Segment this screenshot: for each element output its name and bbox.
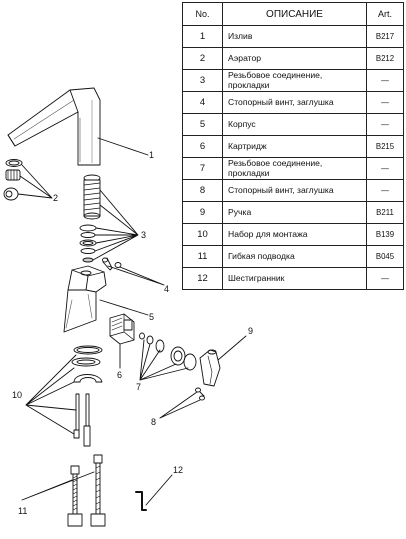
header-art: Art. <box>366 2 404 26</box>
callout-10: 10 <box>12 390 22 400</box>
callout-3: 3 <box>141 230 146 240</box>
callout-7: 7 <box>136 382 141 392</box>
aerator-part <box>3 159 23 201</box>
row-article: B045 <box>366 245 404 268</box>
callout-12: 12 <box>173 465 183 475</box>
row-description: Излив <box>222 25 367 48</box>
leader-8 <box>159 391 201 419</box>
row-description: Шестигранник <box>222 267 367 290</box>
row-description: Гибкая подводка <box>222 245 367 268</box>
row-article: B139 <box>366 223 404 246</box>
table-header-row: No. ОПИСАНИЕ Art. <box>182 2 404 26</box>
callout-1: 1 <box>149 150 154 160</box>
callout-4: 4 <box>164 284 169 294</box>
leader-3 <box>92 189 139 261</box>
row-article: — <box>366 179 404 202</box>
handle-part <box>199 349 221 387</box>
hex-key-part <box>135 491 147 511</box>
body-part <box>63 265 107 333</box>
callout-2: 2 <box>53 193 58 203</box>
row-number: 4 <box>182 91 223 114</box>
row-number: 1 <box>182 25 223 48</box>
row-number: 3 <box>182 69 223 92</box>
row-article: — <box>366 91 404 114</box>
row-article: B217 <box>366 25 404 48</box>
flexible-hoses-part <box>67 454 106 527</box>
callout-5: 5 <box>149 312 154 322</box>
row-description: Ручка <box>222 201 367 224</box>
row-number: 7 <box>182 157 223 180</box>
row-description: Набор для монтажа <box>222 223 367 246</box>
thread-gaskets-part <box>79 174 101 263</box>
row-article: — <box>366 267 404 290</box>
leader-5 <box>99 299 149 316</box>
leader-11 <box>21 471 95 501</box>
header-no: No. <box>182 2 223 26</box>
row-number: 6 <box>182 135 223 158</box>
row-description: Аэратор <box>222 47 367 70</box>
row-description: Картридж <box>222 135 367 158</box>
spout-part <box>7 87 101 166</box>
row-article: — <box>366 157 404 180</box>
row-number: 8 <box>182 179 223 202</box>
row-number: 5 <box>182 113 223 136</box>
row-description: Корпус <box>222 113 367 136</box>
set-screw-plug-part <box>102 257 122 271</box>
callout-11: 11 <box>18 506 27 516</box>
callout-6: 6 <box>117 370 122 380</box>
row-article: B215 <box>366 135 404 158</box>
row-number: 11 <box>182 245 223 268</box>
leader-10 <box>25 354 77 435</box>
row-article: B211 <box>366 201 404 224</box>
row-number: 12 <box>182 267 223 290</box>
row-article: — <box>366 69 404 92</box>
row-description: Резьбовое соединение, прокладки <box>222 69 367 92</box>
row-description: Стопорный винт, заглушка <box>222 91 367 114</box>
row-number: 9 <box>182 201 223 224</box>
leader-4 <box>107 265 165 286</box>
mounting-kit-part <box>71 345 103 447</box>
leader-7 <box>139 339 189 381</box>
callout-9: 9 <box>248 326 253 336</box>
row-article: — <box>366 113 404 136</box>
leader-1 <box>97 137 149 156</box>
cartridge-part <box>109 313 135 345</box>
row-article: B212 <box>366 47 404 70</box>
side-set-screw-part <box>195 387 205 401</box>
leader-12 <box>145 474 173 506</box>
callout-8: 8 <box>151 417 156 427</box>
row-description: Резьбовое соединение, прокладки <box>222 157 367 180</box>
header-description: ОПИСАНИЕ <box>222 2 367 26</box>
leader-2 <box>17 164 53 199</box>
row-number: 2 <box>182 47 223 70</box>
leader-9 <box>217 335 247 361</box>
row-number: 10 <box>182 223 223 246</box>
row-description: Стопорный винт, заглушка <box>222 179 367 202</box>
